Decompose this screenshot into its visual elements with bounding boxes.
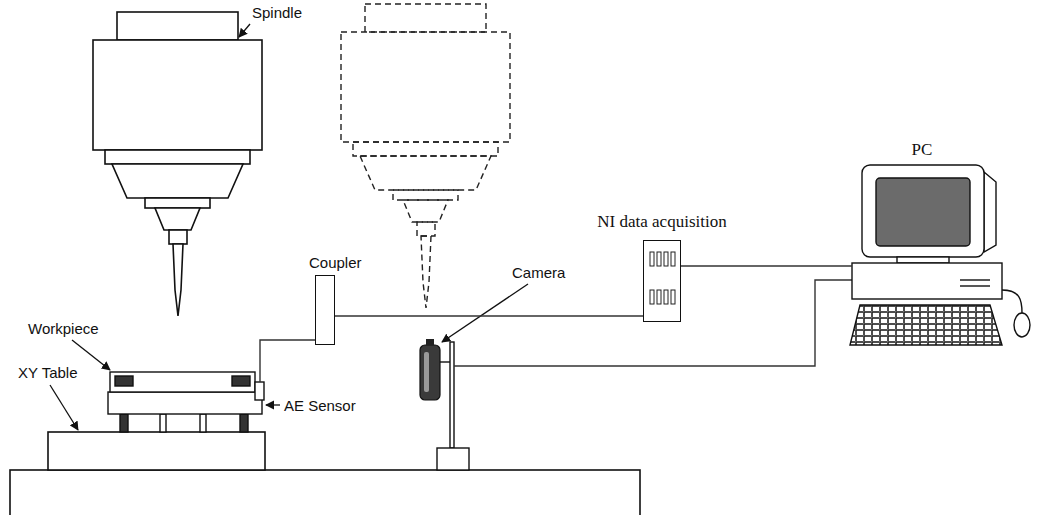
table-label: XY Table xyxy=(18,364,78,381)
signal-cable xyxy=(335,315,643,316)
signal-cable xyxy=(681,265,852,266)
spindle-moved xyxy=(341,4,510,308)
node-label: PC xyxy=(852,140,992,160)
leader-lines xyxy=(50,24,528,430)
camera xyxy=(420,339,440,400)
ae-sensor xyxy=(255,382,264,400)
node-label: NI data acquisition xyxy=(596,212,728,232)
xy-table xyxy=(48,432,265,470)
workpiece xyxy=(108,372,262,432)
camera-stand xyxy=(437,342,469,470)
daq-slots xyxy=(650,252,675,304)
coupler-box xyxy=(315,275,335,345)
machine-base xyxy=(10,470,640,515)
camera-label: Camera xyxy=(512,264,565,281)
daq-box xyxy=(643,240,681,322)
spindle-label: Spindle xyxy=(252,4,302,21)
sensor-label: AE Sensor xyxy=(284,397,356,414)
workpiece-label: Workpiece xyxy=(28,320,99,337)
sensor-wire xyxy=(260,340,315,382)
daq-node: NI data acquisition xyxy=(596,212,728,322)
coupler-node: Coupler xyxy=(309,254,364,345)
node-label: Coupler xyxy=(309,254,364,271)
pc-node: PC xyxy=(852,140,1037,350)
computer xyxy=(850,165,1030,345)
spindle xyxy=(93,12,262,316)
